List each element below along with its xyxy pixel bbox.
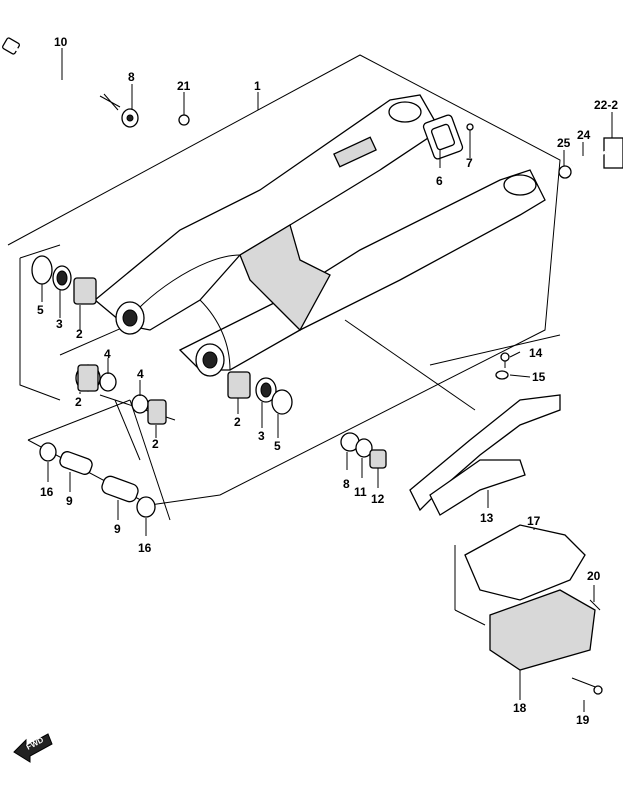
callout-5-left: 5	[37, 303, 44, 317]
callout-8-top: 8	[128, 70, 135, 84]
callout-3-right: 3	[258, 429, 265, 443]
callout-9-right: 9	[114, 522, 121, 536]
callout-8-lower: 8	[343, 477, 350, 491]
callout-14: 14	[529, 346, 543, 360]
callout-24: 24	[577, 128, 591, 142]
leader-lines	[41, 48, 613, 712]
callout-13: 13	[480, 511, 494, 525]
callout-17: 17	[527, 514, 541, 528]
callout-20: 20	[587, 569, 601, 583]
callout-4-left: 4	[104, 347, 111, 361]
fwd-arrow-icon: FWD	[13, 733, 53, 763]
callout-18: 18	[513, 701, 527, 715]
callout-2-right: 2	[234, 415, 241, 429]
chain-guide	[464, 524, 603, 695]
swingarm-body	[93, 94, 546, 377]
collars	[39, 442, 156, 518]
left-bearings	[31, 255, 117, 392]
callout-22-2: 22-2	[594, 98, 618, 112]
chain-slider	[409, 352, 561, 516]
callout-2-lower: 2	[75, 395, 82, 409]
callout-9-left: 9	[66, 494, 73, 508]
callout-7: 7	[466, 156, 473, 170]
callout-2-left: 2	[76, 327, 83, 341]
right-spacers	[340, 432, 387, 469]
callout-25: 25	[557, 136, 571, 150]
callout-19: 19	[576, 713, 590, 727]
callout-6: 6	[436, 174, 443, 188]
callout-10: 10	[54, 35, 68, 49]
callout-5-right: 5	[274, 439, 281, 453]
callout-numbers: 10 8 21 1 22-2 24 25 7 6 5 3 2 4 2 4 2 2…	[37, 35, 618, 727]
middle-bearings	[131, 371, 293, 425]
callout-3-left: 3	[56, 317, 63, 331]
pivot-bolt	[2, 37, 121, 111]
reference-outline	[7, 54, 561, 626]
callout-11: 11	[354, 485, 367, 499]
callout-16-right: 16	[138, 541, 152, 555]
callout-12: 12	[371, 492, 385, 506]
callout-15: 15	[532, 370, 546, 384]
callout-16-left: 16	[40, 485, 54, 499]
nut-21	[178, 114, 190, 126]
callout-4-mid: 4	[137, 367, 144, 381]
callout-1: 1	[254, 79, 261, 93]
callout-21: 21	[177, 79, 191, 93]
callout-2-mid: 2	[152, 437, 159, 451]
adjuster-plate-right	[603, 137, 623, 169]
